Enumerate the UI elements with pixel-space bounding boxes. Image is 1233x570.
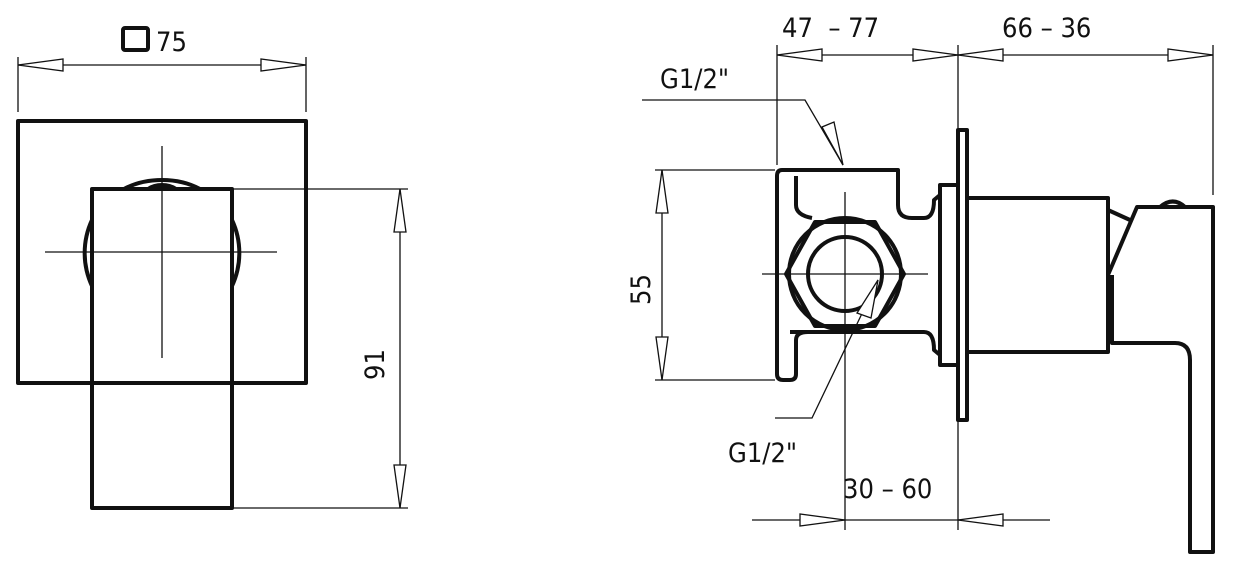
bottom-dim-label: 30 – 60 (843, 474, 932, 505)
cartridge-outline (82, 178, 242, 287)
square-symbol-icon (121, 26, 150, 52)
height-label: 91 (360, 349, 391, 380)
thread-bottom-label: G1/2" (728, 438, 797, 469)
front-view: 75 91 (16, 26, 408, 510)
thread-top-leader (642, 99, 844, 166)
top-right-dim-label: 66 – 36 (1002, 13, 1091, 44)
lever-handle-side (1106, 199, 1215, 554)
height-dim-label: 55 (626, 274, 657, 305)
top-left-dim-label: 47 – 77 (782, 13, 879, 44)
side-view: 47 – 77 66 – 36 55 30 – 60 G1/2" G1/2" (626, 13, 1215, 554)
cover-plate (16, 119, 308, 385)
width-label: 75 (156, 27, 187, 58)
thread-bottom-leader (775, 279, 879, 419)
cartridge-cylinder (965, 196, 1110, 354)
thread-top-label: G1/2" (660, 64, 729, 95)
